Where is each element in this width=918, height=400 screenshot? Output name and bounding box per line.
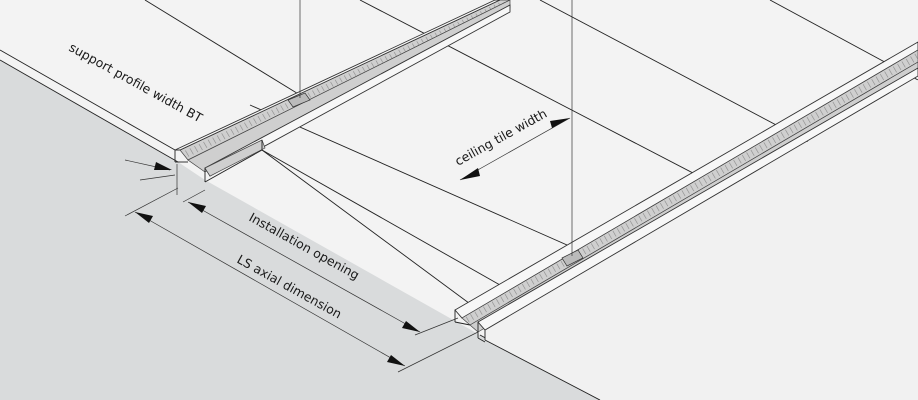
tile-line (261, 149, 501, 286)
ls-axial-dimension (124, 187, 479, 373)
wall-edge-line (0, 59, 179, 163)
tile-panel (485, 80, 918, 400)
ceiling-tile-width-dimension (459, 117, 571, 181)
left-support-profile (174, 0, 511, 183)
installation-opening-dimension (182, 189, 459, 336)
right-support-profile (454, 41, 918, 343)
tile-line (144, 0, 301, 96)
wall-plane (0, 60, 600, 400)
support-profile-width-dimension (124, 159, 178, 195)
tile-edge-line (0, 49, 176, 151)
